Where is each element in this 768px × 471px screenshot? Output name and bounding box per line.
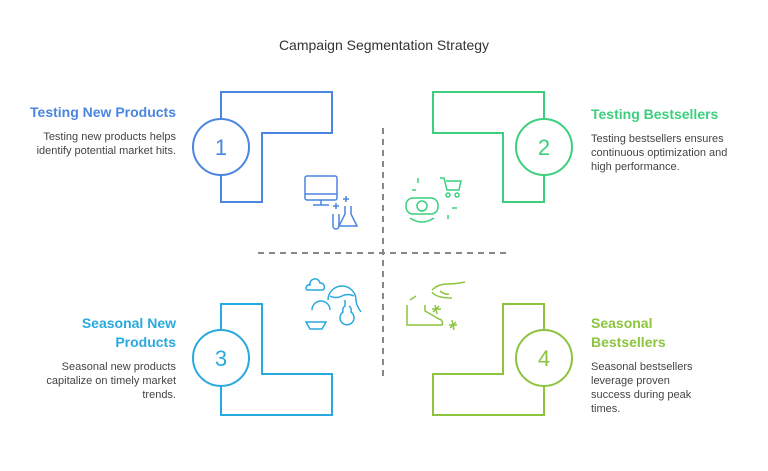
quadrant-1-shape: [220, 91, 333, 203]
vr-shopping-cart-icon: [405, 177, 462, 223]
quadrant-3-heading: Seasonal New Products: [81, 315, 176, 350]
number-1: 1: [215, 135, 227, 160]
quadrant-1-description: Testing new products helps identify pote…: [36, 131, 176, 157]
quadrant-4-text: Seasonal Bestsellers Seasonal bestseller…: [591, 314, 711, 416]
quadrant-1-heading: Testing New Products: [30, 104, 176, 120]
quadrant-3-description: Seasonal new products capitalize on time…: [46, 361, 176, 401]
quadrant-1-text: Testing New Products Testing new product…: [26, 103, 176, 158]
number-circle-1: [192, 118, 250, 176]
quadrant-4-heading: Seasonal Bestsellers: [591, 315, 666, 350]
number-circle-2: [515, 118, 573, 176]
number-4: 4: [538, 346, 550, 371]
number-2: 2: [538, 135, 550, 160]
number-circle-4: [515, 329, 573, 387]
quadrant-3-shape: [220, 303, 333, 416]
diagram-title: Campaign Segmentation Strategy: [278, 37, 490, 53]
quadrant-3-text: Seasonal New Products Seasonal new produ…: [26, 314, 176, 402]
quadrant-2-heading: Testing Bestsellers: [591, 106, 719, 122]
quadrant-2-shape: [432, 91, 545, 203]
seasonal-landscape-icon: [304, 278, 362, 330]
quadrant-2-description: Testing bestsellers ensures continuous o…: [591, 133, 728, 173]
computer-lab-flask-icon: [304, 175, 359, 230]
number-circle-3: [192, 329, 250, 387]
hand-sparkle-icon: [406, 281, 466, 331]
quadrant-4-description: Seasonal bestsellers leverage proven suc…: [591, 361, 693, 415]
number-3: 3: [215, 346, 227, 371]
quadrant-2-text: Testing Bestsellers Testing bestsellers …: [591, 105, 741, 174]
quadrant-4-shape: [432, 303, 545, 416]
